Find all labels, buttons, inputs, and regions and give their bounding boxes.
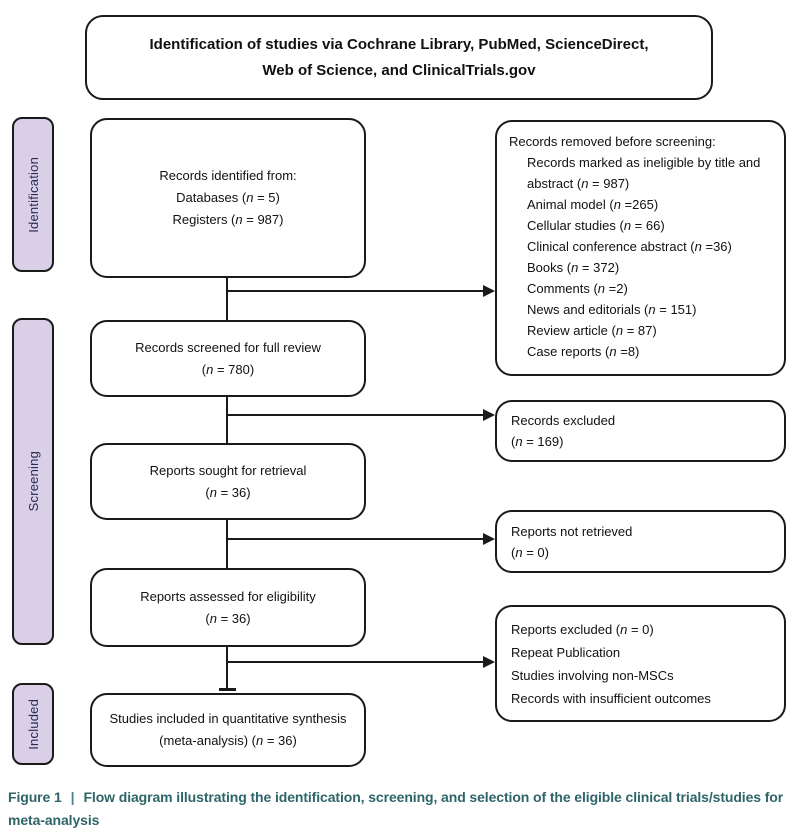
stage-included-label: Included [25, 698, 41, 750]
removed-item: Clinical conference abstract (n =36) [527, 239, 732, 254]
box-records-screened-line-1: Records screened for full review [135, 339, 321, 355]
stage-screening-label: Screening [25, 451, 41, 512]
removed-item: Animal model (n =265) [527, 197, 659, 212]
stage-included: Included [12, 683, 54, 765]
box-studies-included-line-1: Studies included in quantitative synthes… [109, 711, 347, 726]
connector-line [226, 520, 228, 568]
box-reports-assessed-line-1: Reports assessed for eligibility [140, 588, 316, 604]
arrow-line [227, 538, 483, 540]
box-reports-excluded: Reports excluded (n = 0) Repeat Publicat… [495, 605, 786, 722]
box-reports-not-retrieved-line-1: Reports not retrieved [511, 523, 633, 539]
arrow-right-icon [483, 533, 495, 545]
box-reports-excluded-line-1: Reports excluded (n = 0) [511, 621, 654, 637]
arrow-line [227, 290, 483, 292]
connector-line [226, 278, 228, 322]
arrow-line [227, 414, 483, 416]
removed-item: Records marked as ineligible by title an… [527, 155, 761, 191]
box-records-excluded-line-1: Records excluded [511, 413, 616, 428]
box-records-screened-line-2: (n = 780) [201, 361, 255, 377]
stage-identification: Identification [12, 117, 54, 272]
removed-item: Cellular studies (n = 66) [527, 218, 665, 233]
box-records-excluded: Records excluded (n = 169) [495, 400, 786, 462]
header-box: Identification of studies via Cochrane L… [85, 15, 713, 100]
box-reports-not-retrieved: Reports not retrieved (n = 0) [495, 510, 786, 573]
arrow-right-icon [483, 656, 495, 668]
removed-item: Books (n = 372) [527, 260, 620, 275]
box-records-excluded-line-2: (n = 169) [511, 434, 564, 449]
box-reports-sought-line-2: (n = 36) [205, 484, 251, 500]
connector-line [226, 397, 228, 443]
arrow-line [227, 661, 483, 663]
box-reports-excluded-line-4: Records with insufficient outcomes [511, 690, 711, 706]
arrow-right-icon [483, 409, 495, 421]
removed-item: Review article (n = 87) [527, 323, 657, 338]
box-studies-included-line-2: (meta-analysis) (n = 36) [159, 733, 297, 748]
box-reports-assessed-line-2: (n = 36) [205, 610, 251, 626]
removed-item: News and editorials (n = 151) [527, 302, 697, 317]
box-records-identified-line-3: Registers (n = 987) [172, 212, 284, 227]
box-reports-not-retrieved-line-2: (n = 0) [511, 544, 549, 560]
box-reports-assessed: Reports assessed for eligibility (n = 36… [90, 568, 366, 647]
box-reports-excluded-line-3: Studies involving non-MSCs [511, 667, 674, 683]
stage-screening: Screening [12, 318, 54, 645]
box-records-removed: Records removed before screening: Record… [495, 120, 786, 376]
connector-arrow-terminal [219, 688, 236, 691]
box-records-removed-title: Records removed before screening: [509, 134, 716, 149]
box-reports-sought: Reports sought for retrieval (n = 36) [90, 443, 366, 520]
figure-caption-text: Flow diagram illustrating the identifica… [8, 789, 784, 828]
figure-caption: Figure 1 |Flow diagram illustrating the i… [8, 786, 796, 832]
box-studies-included: Studies included in quantitative synthes… [90, 693, 366, 767]
removed-item: Case reports (n =8) [527, 344, 640, 359]
box-records-identified-line-1: Records identified from: [159, 168, 297, 183]
figure-caption-separator: | [70, 789, 75, 805]
header-line-1: Identification of studies via Cochrane L… [149, 35, 649, 53]
connector-line [226, 647, 228, 691]
box-records-screened: Records screened for full review (n = 78… [90, 320, 366, 397]
removed-item: Comments (n =2) [527, 281, 628, 296]
arrow-right-icon [483, 285, 495, 297]
box-records-identified-line-2: Databases (n = 5) [176, 190, 280, 205]
box-reports-excluded-line-2: Repeat Publication [511, 644, 621, 660]
figure-caption-label: Figure 1 [8, 789, 62, 805]
header-line-2: Web of Science, and ClinicalTrials.gov [262, 61, 536, 79]
box-reports-sought-line-1: Reports sought for retrieval [149, 462, 307, 478]
stage-identification-label: Identification [25, 156, 41, 233]
box-records-identified: Records identified from: Databases (n = … [90, 118, 366, 278]
